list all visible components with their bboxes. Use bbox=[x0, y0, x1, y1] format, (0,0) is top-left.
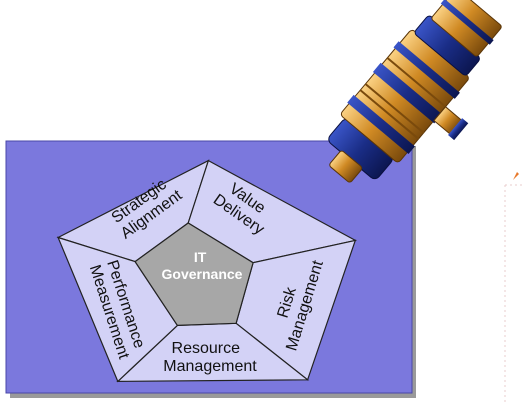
placeholder-frame bbox=[504, 172, 524, 405]
pentagon bbox=[56, 159, 358, 383]
center-label-line: Governance bbox=[162, 266, 243, 282]
center-label: IT Governance bbox=[162, 249, 243, 282]
center-pentagon bbox=[134, 222, 254, 327]
center-label-line: IT bbox=[194, 249, 207, 265]
label-resource-management: Resource Management bbox=[163, 340, 257, 375]
label-line: Resource bbox=[172, 340, 241, 357]
orange-marker-icon bbox=[513, 172, 519, 180]
telescope-icon bbox=[328, 0, 502, 183]
label-line: Management bbox=[163, 358, 257, 375]
